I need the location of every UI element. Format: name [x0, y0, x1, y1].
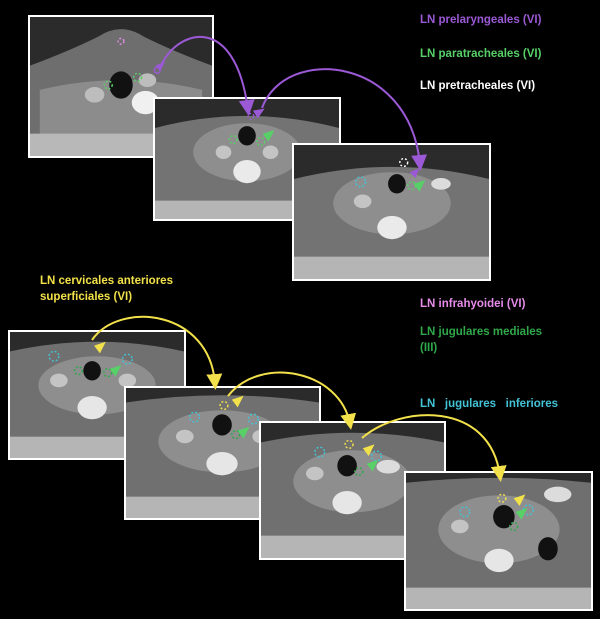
legend-infrahyoid: LN infrahyoidei (VI) — [420, 298, 526, 310]
legend-paratracheal: LN paratracheales (VI) — [420, 48, 542, 60]
legend-jugular-medial-line1: LN jugulares mediales — [420, 326, 543, 338]
legend-jugular-medial-line2: (III) — [420, 342, 438, 354]
ct-slice-top-3 — [292, 143, 491, 281]
ct-slice-bottom-4 — [404, 471, 593, 611]
legend-anterior-superficial-line1: LN cervicales anteriores — [40, 275, 173, 287]
legend-pretracheal: LN pretracheales (VI) — [420, 80, 536, 92]
legend-anterior-superficial-line2: superficiales (VI) — [40, 291, 133, 303]
legend-anterior-superficial: LN cervicales anteriores superficiales (… — [40, 273, 173, 305]
legend-jugular-inferior-line1: LN jugulares inferiores — [420, 398, 559, 410]
legend-prelaryngeal: LN prelaryngeales (VI) — [420, 14, 542, 26]
legend-jugular-medial: LN jugulares mediales (III) — [420, 324, 542, 356]
